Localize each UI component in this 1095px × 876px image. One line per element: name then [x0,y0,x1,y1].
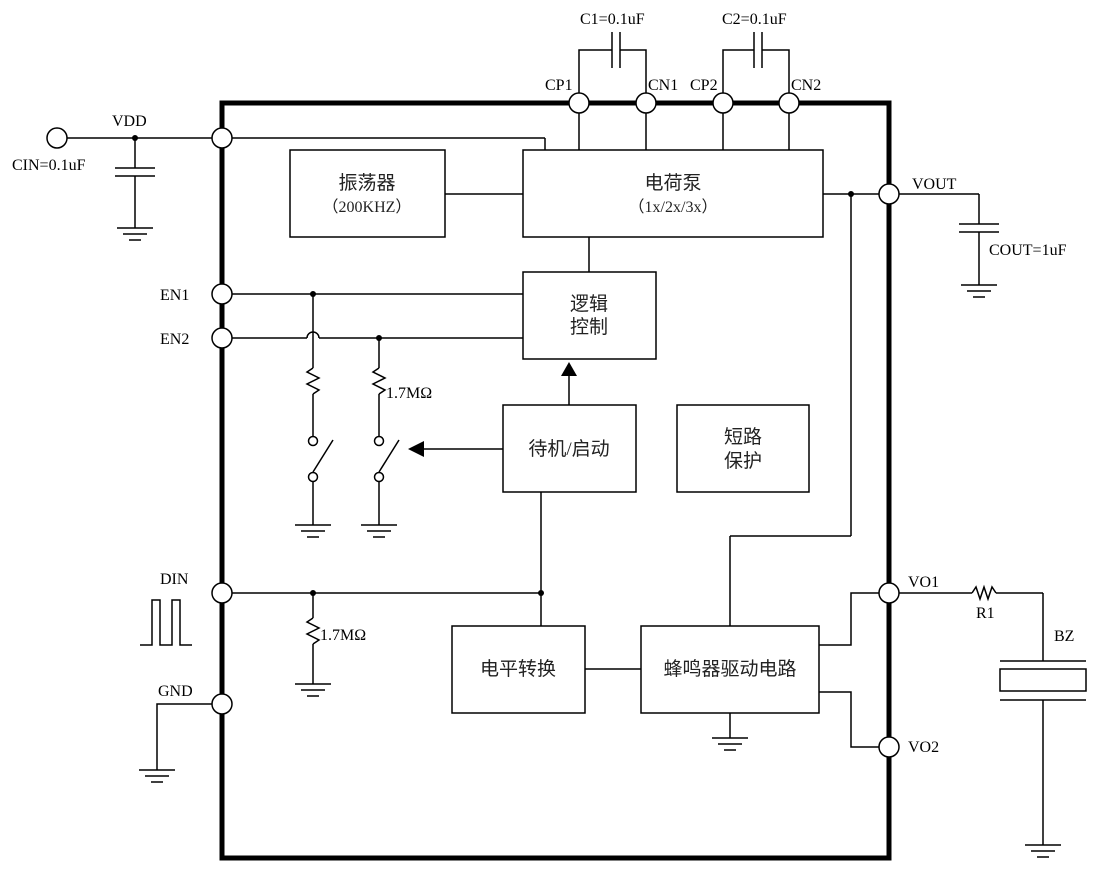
vin-terminal [46,127,68,149]
pin-label-vdd: VDD [112,113,147,130]
level-shift-block: 电平转换 [451,625,586,714]
ground-symbol-cin [116,227,154,241]
pin-label-gnd: GND [158,683,193,700]
pin-label-vo1: VO1 [908,574,939,591]
arrow-to-logic [561,362,577,376]
pin-cp2 [712,92,734,114]
pin-cn1 [635,92,657,114]
pin-label-din: DIN [160,571,189,588]
pin-din [211,582,233,604]
pin-vout [878,183,900,205]
c1-label: C1=0.1uF [580,11,645,28]
short-protect-block: 短路 保护 [676,404,810,493]
cout-label: COUT=1uF [989,242,1067,259]
c2-label: C2=0.1uF [722,11,787,28]
arrow-to-switch [408,441,424,457]
pin-label-cn2: CN2 [791,77,821,94]
r1-label: R1 [976,605,995,622]
pin-label-vout: VOUT [912,176,957,193]
charge-pump-label: 电荷泵 [644,172,701,194]
din-pulse-waveform [140,599,192,646]
charge-pump-block: 电荷泵 （1x/2x/3x） [522,149,824,238]
pin-label-en1: EN1 [160,287,189,304]
en1-pulldown [305,294,334,525]
pin-label-vo2: VO2 [908,739,939,756]
r-din-label: 1.7MΩ [320,627,366,644]
pin-en1 [211,283,233,305]
pin-label-cn1: CN1 [648,77,678,94]
pin-label-cp2: CP2 [690,77,718,94]
cout-capacitor [899,193,999,285]
pin-vo2 [878,736,900,758]
pin-vdd [211,127,233,149]
buzzer-driver-block: 蜂鸣器驱动电路 [640,625,820,714]
level-shift-label: 电平转换 [480,658,556,680]
pin-label-cp1: CP1 [545,77,573,94]
pin-cn2 [778,92,800,114]
oscillator-freq: （200KHZ） [323,198,412,216]
ground-symbol-driver [711,737,749,751]
c1-capacitor [578,32,647,93]
pin-cp1 [568,92,590,114]
pin-label-en2: EN2 [160,331,189,348]
ground-symbol-ext [138,769,176,783]
ground-symbol-din [294,683,332,697]
short-protect-label-1: 短路 [724,426,762,448]
logic-label-2: 控制 [570,316,608,338]
buzzer-driver-label: 蜂鸣器驱动电路 [663,658,796,680]
standby-start-block: 待机/启动 [502,404,637,493]
r-en2-label: 1.7MΩ [386,385,432,402]
logic-label-1: 逻辑 [570,293,608,315]
pin-vo1 [878,582,900,604]
oscillator-block: 振荡器 （200KHZ） [289,149,446,238]
ground-symbol-bz [1024,844,1062,858]
ic-package-outline [219,100,892,861]
logic-control-block: 逻辑 控制 [522,271,657,360]
oscillator-label: 振荡器 [338,172,395,194]
c2-capacitor [722,32,790,93]
r1-resistor [899,584,1044,661]
pin-gnd [211,693,233,715]
standby-label: 待机/启动 [528,438,609,460]
buzzer [999,660,1087,845]
cin-label: CIN=0.1uF [12,157,86,174]
bz-label: BZ [1054,628,1074,645]
ground-symbol-cout [960,284,998,298]
charge-pump-modes: （1x/2x/3x） [629,198,718,216]
cin-capacitor [46,127,212,228]
en2-pulldown [371,338,400,525]
ground-symbol-en2 [360,524,398,538]
ground-symbol-en1 [294,524,332,538]
short-protect-label-2: 保护 [724,450,762,472]
pin-en2 [211,327,233,349]
